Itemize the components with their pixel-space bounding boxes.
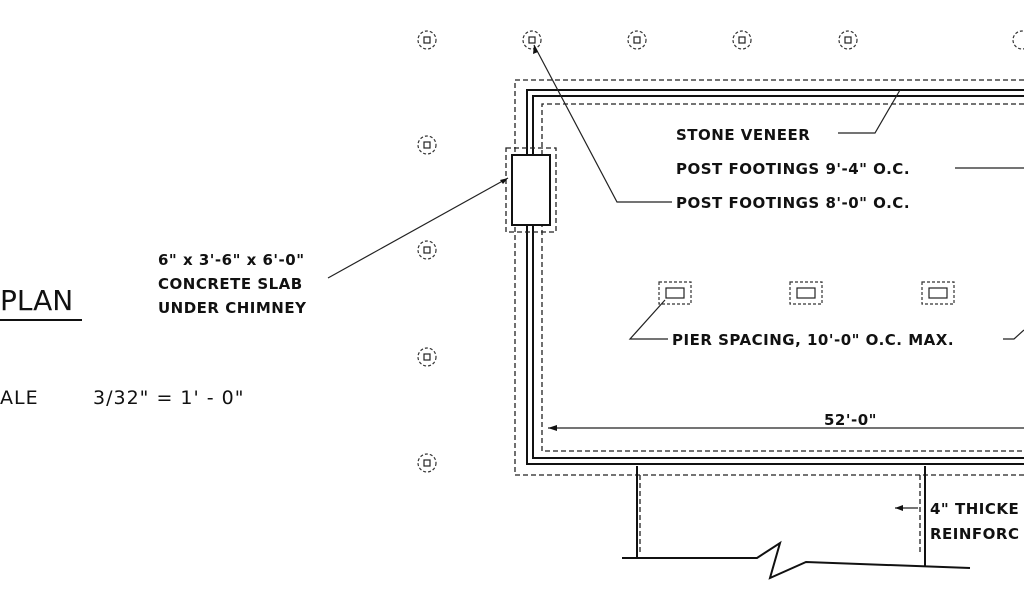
note-stone-veneer: STONE VENEER: [676, 126, 810, 144]
leader-lines: [327, 44, 1024, 431]
post-footing-icon: [417, 30, 437, 50]
post-footing-icon: [838, 30, 858, 50]
foundation-walls: [514, 79, 1024, 476]
pier-icon: [789, 281, 823, 305]
post-footing-icon: [417, 453, 437, 473]
post-footing-icon: [732, 30, 752, 50]
post-footings-top-row: [417, 30, 1024, 50]
post-footings-left-column: [417, 135, 437, 473]
porch-slab: [622, 466, 971, 580]
chimney-slab: [505, 147, 557, 233]
slab-note-location: UNDER CHIMNEY: [158, 299, 307, 317]
scale-label: ALE: [0, 387, 39, 409]
scale-value: 3/32" = 1' - 0": [93, 387, 244, 409]
slab-note-dimensions: 6" x 3'-6" x 6'-0": [158, 251, 305, 269]
post-footing-icon: [627, 30, 647, 50]
post-footing-icon: [417, 135, 437, 155]
slab-note-material: CONCRETE SLAB: [158, 275, 303, 293]
pier-icon: [921, 281, 955, 305]
pier-icon: [658, 281, 692, 305]
note-post-footings-8-0: POST FOOTINGS 8'-0" O.C.: [676, 194, 910, 212]
piers: [658, 281, 955, 305]
note-slab-reinforcing: REINFORC: [930, 525, 1020, 543]
note-post-footings-9-4: POST FOOTINGS 9'-4" O.C.: [676, 160, 910, 178]
note-pier-spacing: PIER SPACING, 10'-0" O.C. MAX.: [672, 331, 954, 349]
post-footing-icon: [522, 30, 542, 50]
post-footing-icon: [1012, 30, 1024, 50]
plan-title: PLAN: [0, 284, 73, 317]
dimension-52-0: 52'-0": [824, 411, 877, 429]
post-footing-icon: [417, 240, 437, 260]
post-footing-icon: [417, 347, 437, 367]
note-slab-thickness: 4" THICKE: [930, 500, 1019, 518]
